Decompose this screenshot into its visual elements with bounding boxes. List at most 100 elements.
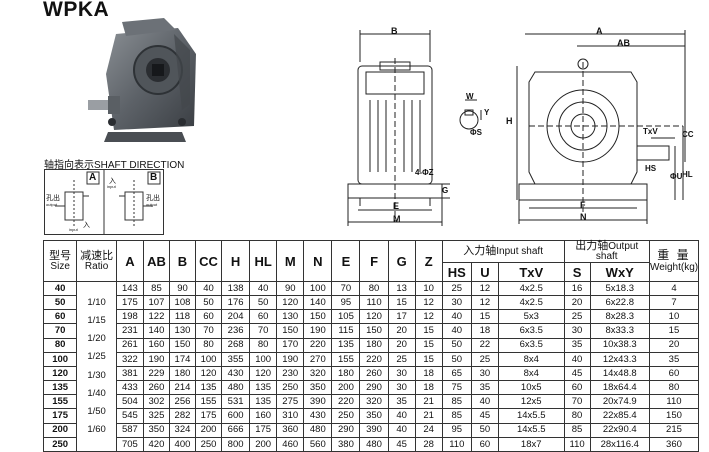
table-cell: 10 [648, 309, 700, 325]
table-cell: 302 [142, 394, 170, 410]
table-cell: 150 [303, 309, 333, 325]
table-cell: 107 [142, 295, 170, 311]
table-cell: 20 [563, 295, 591, 311]
table-cell: 504 [115, 394, 144, 410]
side-dim-hl: HL [682, 170, 693, 179]
table-cell: 25 [387, 351, 416, 367]
table-cell: 118 [168, 309, 197, 325]
table-cell: 50 [249, 295, 278, 311]
table-cell: 60 [194, 309, 223, 325]
table-cell: 22x85.4 [589, 408, 650, 424]
table-cell: 30 [563, 323, 591, 339]
table-cell: 130 [276, 309, 305, 325]
table-cell: 13 [387, 280, 416, 297]
table-cell: 25 [441, 280, 472, 297]
table-cell: 70 [249, 323, 278, 339]
shaft-dim-w: W [466, 92, 474, 101]
table-cell: 75 [441, 380, 472, 396]
table-cell: 70 [331, 280, 361, 297]
side-dim-n: N [580, 212, 587, 222]
table-cell: 360 [648, 436, 700, 452]
table-cell: 65 [441, 365, 472, 382]
table-cell: 40 [387, 422, 416, 438]
table-cell: 140 [303, 295, 333, 311]
table-cell: 135 [249, 394, 278, 410]
table-cell: 22x90.4 [589, 422, 650, 438]
product-title: WPKA [43, 0, 110, 21]
table-cell: 236 [221, 323, 251, 339]
col-header: Z [414, 240, 443, 282]
table-cell: 531 [221, 394, 251, 410]
shaft-dim-y: Y [484, 108, 490, 117]
table-cell: 480 [221, 380, 251, 396]
weight-header: 重 量 Weight(kg) [648, 240, 700, 282]
side-dim-txv: TxV [643, 127, 658, 136]
table-cell: 45 [470, 408, 499, 424]
size-header: 型号 Size [42, 240, 78, 282]
size-cell: 155 [42, 394, 78, 410]
table-cell: 35 [470, 380, 499, 396]
table-cell: 480 [303, 422, 333, 438]
table-cell: 220 [331, 394, 361, 410]
table-cell: 270 [303, 351, 333, 367]
table-cell: 4x2.5 [497, 295, 565, 311]
table-cell: 10x38.3 [589, 337, 650, 353]
table-cell: 381 [115, 365, 144, 382]
weight-header-en: Weight(kg) [649, 262, 699, 274]
table-cell: 290 [331, 422, 361, 438]
table-cell: 150 [276, 323, 305, 339]
table-cell: 174 [168, 351, 197, 367]
table-cell: 50 [194, 295, 223, 311]
side-dim-f: F [580, 200, 586, 210]
table-cell: 190 [303, 323, 333, 339]
table-cell: 18 [414, 380, 443, 396]
table-cell: 175 [115, 295, 144, 311]
size-cell: 100 [42, 351, 78, 367]
gearbox-photo [88, 18, 196, 142]
table-cell: 21 [414, 408, 443, 424]
table-cell: 190 [142, 351, 170, 367]
table-cell: 110 [359, 295, 389, 311]
table-cell: 35 [387, 394, 416, 410]
table-cell: 30 [387, 380, 416, 396]
col-header: U [470, 262, 499, 282]
table-cell: 12x5 [497, 394, 565, 410]
table-cell: 7 [648, 295, 700, 311]
size-cell: 60 [42, 309, 78, 325]
table-cell: 15 [414, 337, 443, 353]
table-cell: 70 [563, 394, 591, 410]
table-cell: 40 [194, 280, 223, 297]
ratio-value: 1/15 [87, 315, 106, 327]
table-cell: 40 [470, 394, 499, 410]
table-cell: 260 [142, 380, 170, 396]
col-header: H [221, 240, 251, 282]
table-cell: 360 [276, 422, 305, 438]
table-cell: 115 [331, 323, 361, 339]
table-cell: 18 [414, 365, 443, 382]
table-cell: 282 [168, 408, 197, 424]
direction-b-output-en: output [146, 202, 158, 207]
table-cell: 390 [303, 394, 333, 410]
table-cell: 60 [249, 309, 278, 325]
table-cell: 160 [249, 408, 278, 424]
direction-a-input-en: input [69, 227, 78, 232]
table-cell: 8x4 [497, 351, 565, 367]
table-cell: 110 [563, 436, 591, 452]
table-cell: 40 [249, 280, 278, 297]
input-shaft-en: Input shaft [496, 246, 543, 257]
front-dim-z: 4-ΦZ [415, 168, 434, 177]
table-cell: 100 [249, 351, 278, 367]
table-cell: 200 [194, 422, 223, 438]
table-cell: 350 [303, 380, 333, 396]
col-header: B [168, 240, 197, 282]
table-cell: 120 [276, 295, 305, 311]
side-dim-cc: CC [682, 130, 694, 139]
table-cell: 80 [194, 337, 223, 353]
table-cell: 150 [359, 323, 389, 339]
table-cell: 21 [414, 394, 443, 410]
table-cell: 15 [648, 323, 700, 339]
shaft-dim-s: ΦS [470, 128, 482, 137]
